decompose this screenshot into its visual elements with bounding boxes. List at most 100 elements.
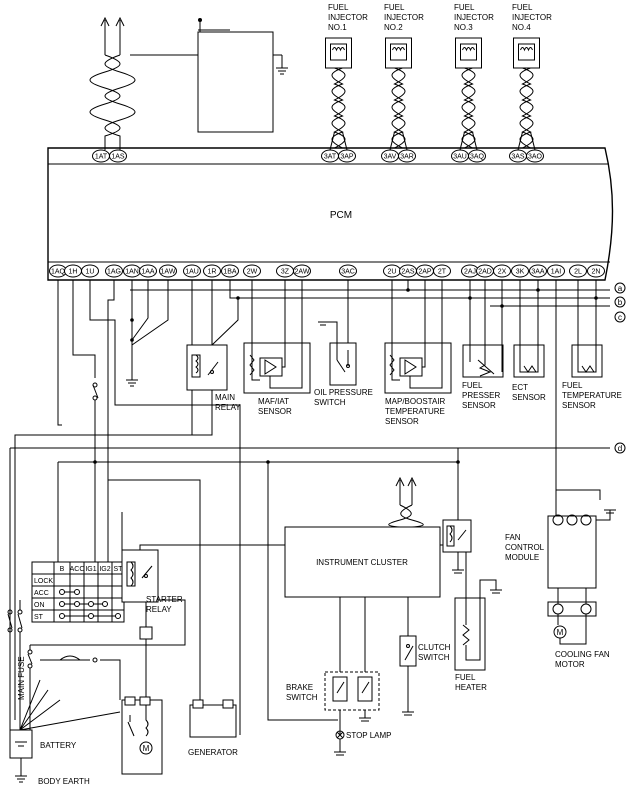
stop-lamp-label: STOP LAMP	[346, 731, 392, 740]
pcm-bottom-pin: 1AN	[123, 264, 141, 278]
bus-marker-label: d	[618, 444, 622, 453]
ect-label-2: SENSOR	[512, 393, 546, 402]
pcm-top-pin: 1AS	[109, 149, 127, 163]
injector-label: INJECTOR	[454, 13, 494, 22]
fan-label-3: MODULE	[505, 553, 539, 562]
injector-label: FUEL	[384, 3, 405, 12]
pcm-top-pin: 3AR	[398, 149, 416, 163]
pcm-bottom-pin: 2AD	[476, 264, 494, 278]
pcm-label: PCM	[330, 210, 352, 221]
ign-header: IG1	[85, 566, 96, 573]
pin-label: 3AC	[341, 269, 355, 276]
injector-label: FUEL	[328, 3, 349, 12]
pin-label: 3AR	[400, 154, 414, 161]
pcm-top-pin: 3AQ	[468, 149, 486, 163]
pin-label: 3AV	[384, 154, 397, 161]
pcm-harness	[57, 280, 598, 735]
map-label-2: TEMPERATURE	[385, 407, 445, 416]
bus-markers: abc d	[614, 282, 626, 454]
pin-label: 2W	[247, 269, 258, 276]
fuel-heater: FUEL HEATER	[454, 579, 502, 692]
cluster-label: INSTRUMENT CLUSTER	[316, 558, 408, 567]
pcm-bottom-pin: 3AC	[339, 264, 357, 278]
pin-label: 3AA	[531, 269, 545, 276]
pin-label: 2T	[438, 269, 447, 276]
heater-label-1: FUEL	[455, 673, 476, 682]
pcm-bottom-pin: 1AW	[159, 264, 177, 278]
starter-label-2: RELAY	[146, 605, 172, 614]
fan-motor-symbol: M	[557, 628, 564, 637]
clutch-label-1: CLUTCH	[418, 643, 451, 652]
pin-label: 3AU	[453, 154, 467, 161]
bus-marker-c: c	[614, 311, 626, 323]
ign-row-label: ON	[34, 602, 45, 609]
fuel-injectors: FUELINJECTORNO.1FUELINJECTORNO.2FUELINJE…	[325, 3, 552, 151]
pcm-bottom-pin: 2U	[383, 264, 401, 278]
pin-label: 3AO	[528, 154, 543, 161]
bus-marker-a: a	[614, 282, 626, 294]
coolfan-label-1: COOLING FAN	[555, 650, 610, 659]
pin-label: 2L	[574, 269, 582, 276]
pcm-top-pin: 1AT	[92, 149, 110, 163]
injector-label: NO.4	[512, 23, 531, 32]
pcm-bottom-pin: 3AA	[529, 264, 547, 278]
pcm-top-pin: 3AS	[509, 149, 527, 163]
generator: GENERATOR	[188, 699, 238, 757]
pin-label: 2X	[498, 269, 507, 276]
ign-row-label: LOCK	[34, 578, 53, 585]
main-relay-label-2: RELAY	[215, 403, 241, 412]
pcm-bottom-pin: 2AS	[399, 264, 417, 278]
injector-label: NO.1	[328, 23, 347, 32]
pcm-bottom-pin: 1AI	[547, 264, 565, 278]
pin-label: 2AS	[401, 269, 415, 276]
generator-label: GENERATOR	[188, 748, 238, 757]
map-label-3: SENSOR	[385, 417, 419, 426]
injector-label: FUEL	[512, 3, 533, 12]
coolfan-label-2: MOTOR	[555, 660, 585, 669]
oil-label-2: SWITCH	[314, 398, 346, 407]
pcm-bottom-pin: 2AP	[416, 264, 434, 278]
maf-label-1: MAF/IAT	[258, 397, 289, 406]
pin-label: 2N	[592, 269, 601, 276]
clutch-switch: CLUTCH SWITCH	[399, 635, 451, 716]
pin-label: 2AW	[295, 269, 310, 276]
map-label-1: MAP/BOOSTAIR	[385, 397, 446, 406]
pcm-bottom-pin: 2N	[587, 264, 605, 278]
body-earth-label: BODY EARTH	[38, 777, 90, 786]
pin-label: 2AJ	[464, 269, 476, 276]
injector-label: INJECTOR	[328, 13, 368, 22]
ign-header: IG2	[99, 566, 110, 573]
instrument-cluster: INSTRUMENT CLUSTER	[284, 476, 445, 672]
pcm-bottom-pin: 1R	[203, 264, 221, 278]
starter-relay: STARTER RELAY	[30, 544, 285, 700]
pcm-bottom-pin: 2T	[433, 264, 451, 278]
pcm-bottom-pin: 2W	[243, 264, 261, 278]
top-module	[100, 16, 288, 133]
pin-label: 3AT	[324, 154, 337, 161]
pin-label: 3AS	[511, 154, 525, 161]
ign-row-label: ACC	[34, 590, 49, 597]
pin-label: 2AD	[478, 269, 492, 276]
heater-label-2: HEATER	[455, 683, 487, 692]
bus-marker-d: d	[614, 442, 626, 454]
pcm-box: PCM	[47, 147, 614, 281]
pcm-bottom-pin: 2AJ	[461, 264, 479, 278]
main-relay: MAIN RELAY	[14, 344, 241, 720]
pin-label: 1R	[208, 269, 217, 276]
main-relay-label-1: MAIN	[215, 393, 235, 402]
main-fuse-label: MAIN FUSE	[17, 656, 26, 700]
pin-label: 3Z	[281, 269, 290, 276]
bus-marker-b: b	[614, 296, 626, 308]
pcm-top-pin: 3AP	[338, 149, 356, 163]
main-fuse-battery: MAIN FUSE BATTERY BODY EARTH	[7, 600, 121, 786]
maf-iat-sensor: MAF/IAT SENSOR	[243, 330, 311, 416]
brake-label-2: SWITCH	[286, 693, 318, 702]
pcm-bottom-pin: 1AA	[139, 264, 157, 278]
fan-label-1: FAN	[505, 533, 521, 542]
fueltemp-label-2: TEMPERATURE	[562, 391, 622, 400]
presser-label-3: SENSOR	[462, 401, 496, 410]
presser-label-1: FUEL	[462, 381, 483, 390]
pcm-bottom-pin: 1H	[64, 264, 82, 278]
